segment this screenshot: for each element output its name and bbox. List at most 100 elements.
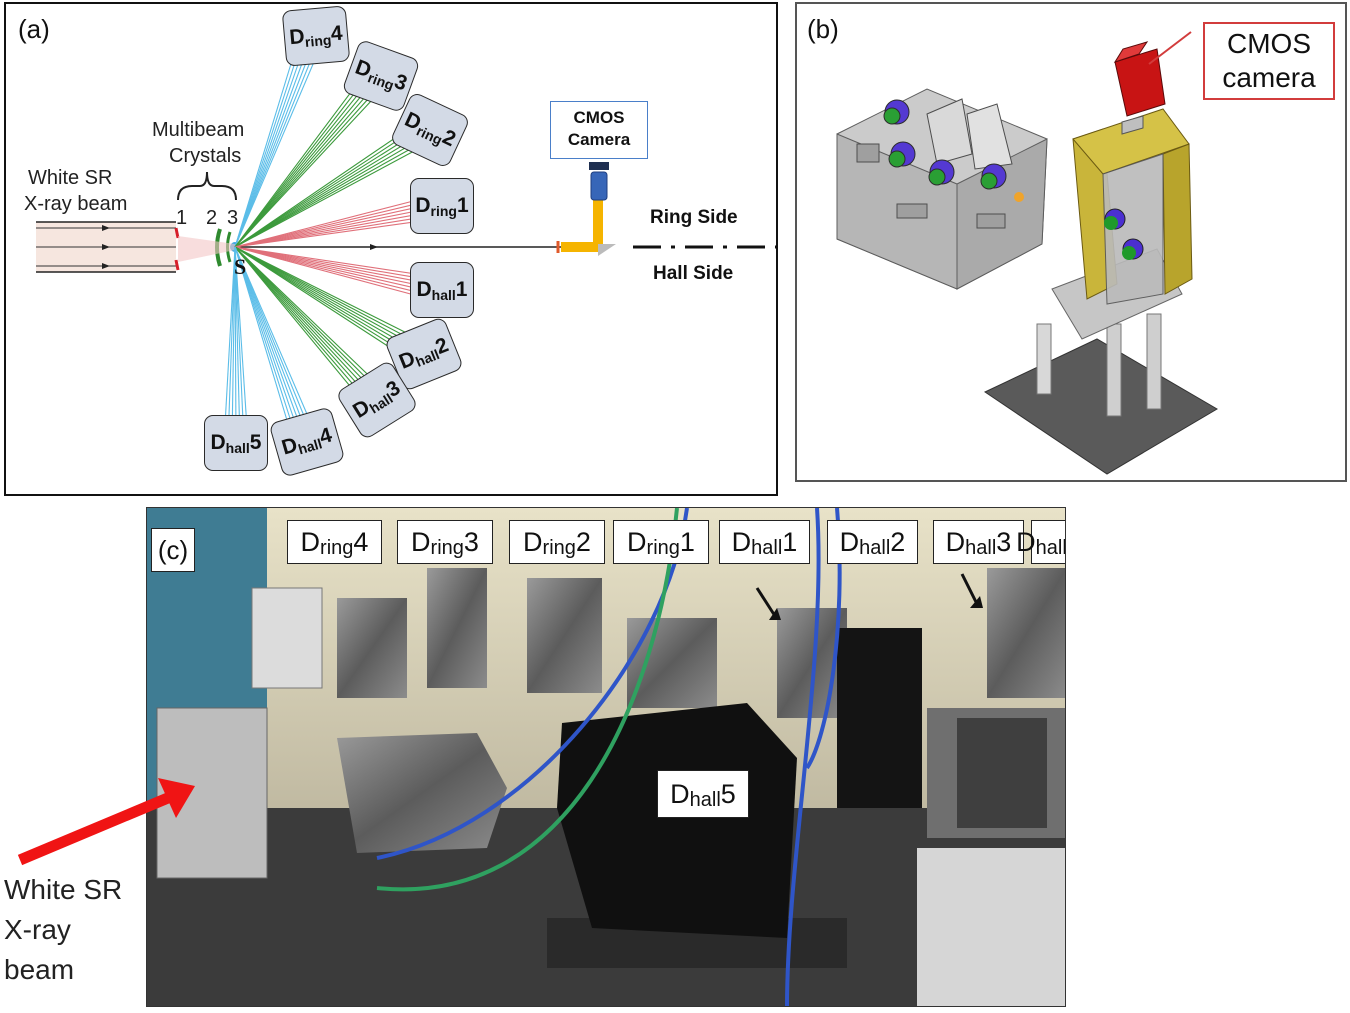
crystal-number-2: 2 <box>206 207 218 229</box>
ray-to-ring3 <box>234 83 388 248</box>
photo-beam-label-line2: X-ray <box>4 914 71 945</box>
ray-to-hall5 <box>234 246 237 444</box>
photo-beam-label-line3: beam <box>4 954 75 985</box>
ray-to-hall1 <box>234 246 443 291</box>
crystal-number-3: 3 <box>227 207 239 229</box>
ray-to-hall1 <box>234 246 445 279</box>
ray-to-hall3 <box>234 246 384 395</box>
ray-to-ring3 <box>234 78 382 248</box>
ray-to-ring1 <box>234 213 444 248</box>
ray-to-hall4 <box>234 246 300 445</box>
ray-to-ring4 <box>234 38 321 248</box>
cad-rendering <box>836 31 1218 475</box>
crystals-brace <box>177 171 237 201</box>
ray-to-hall3 <box>234 246 375 404</box>
crystal-assembly <box>836 88 1048 290</box>
ray-to-hall3 <box>234 246 381 398</box>
ray-to-ring3 <box>234 73 376 248</box>
ray-to-hall5 <box>231 246 236 444</box>
ray-to-hall1 <box>234 246 441 299</box>
cmos-camera-callout: CMOS camera <box>1203 22 1335 100</box>
crystal-number-1: 1 <box>176 207 188 229</box>
ray-to-hall4 <box>234 246 315 440</box>
ray-to-ring4 <box>234 37 317 248</box>
ray-to-hall2 <box>234 246 425 352</box>
ray-to-ring3 <box>234 80 385 248</box>
photo-beam-label-line1: White SR <box>4 874 123 905</box>
panel-c-label: (c) <box>151 528 195 572</box>
detector-tower <box>983 41 1218 475</box>
ray-to-ring2 <box>234 132 431 248</box>
ray-to-hall5 <box>234 246 245 443</box>
cmos-camera-box: CMOS Camera <box>550 101 648 159</box>
ray-to-hall3 <box>234 246 369 409</box>
ray-to-hall5 <box>223 246 236 444</box>
crystals-label-line1: Multibeam <box>152 119 245 141</box>
ray-to-hall1 <box>234 246 440 303</box>
ray-to-hall4 <box>234 246 303 444</box>
ray-to-ring2 <box>234 129 429 248</box>
hall-side-label: Hall Side <box>653 263 734 284</box>
cmos-camera-label-2: Camera <box>567 130 631 149</box>
ray-to-hall5 <box>227 246 236 444</box>
beam-label-line2: X-ray beam <box>24 193 128 215</box>
ray-to-ring4 <box>234 33 306 248</box>
ray-to-hall3 <box>234 246 387 393</box>
ray-to-ring4 <box>234 35 313 248</box>
ray-to-ring2 <box>234 126 427 248</box>
ray-to-ring3 <box>234 75 379 248</box>
panel-a-label: (a) <box>18 14 50 44</box>
ray-to-ring4 <box>234 39 324 248</box>
ray-to-hall2 <box>234 246 427 348</box>
diffracted-rays <box>223 31 445 447</box>
ray-to-hall3 <box>234 246 378 401</box>
ray-to-hall5 <box>234 246 241 443</box>
beam-label-line1: White SR <box>28 167 113 189</box>
ring-side-label: Ring Side <box>650 207 738 228</box>
ray-to-ring1 <box>234 217 445 248</box>
ray-to-hall5 <box>234 246 249 443</box>
callout-line-1: CMOS <box>1227 28 1311 59</box>
ray-to-hall4 <box>234 246 307 443</box>
ray-to-hall1 <box>234 246 444 283</box>
panel-b-cad-model: (b) <box>795 2 1347 482</box>
ray-to-ring1 <box>234 193 440 248</box>
panel-a-schematic: (a) White SR X-ray beam Multibeam Crysta… <box>4 2 778 496</box>
cmos-camera-label-1: CMOS <box>573 108 625 127</box>
ray-to-ring1 <box>234 205 443 248</box>
ray-to-ring1 <box>234 201 442 248</box>
source-label: S <box>234 254 247 279</box>
ray-to-ring3 <box>234 67 370 248</box>
ray-to-hall3 <box>234 246 372 406</box>
ray-to-ring2 <box>234 139 435 248</box>
ray-to-hall4 <box>234 246 311 441</box>
photo-beam-label: White SR X-ray beam <box>4 870 122 990</box>
ray-to-hall4 <box>234 246 296 447</box>
ray-to-ring4 <box>234 31 302 248</box>
ray-to-ring4 <box>234 34 309 248</box>
ray-to-ring3 <box>234 70 373 248</box>
ray-to-ring2 <box>234 136 433 248</box>
panel-b-label: (b) <box>807 14 839 44</box>
lab-photo <box>147 508 1065 1006</box>
ray-to-hall1 <box>234 246 443 287</box>
ray-to-hall2 <box>234 246 429 345</box>
beam-arrow <box>17 778 195 866</box>
ray-to-ring2 <box>234 119 423 248</box>
ray-to-ring1 <box>234 209 443 248</box>
ray-to-ring2 <box>234 122 425 248</box>
